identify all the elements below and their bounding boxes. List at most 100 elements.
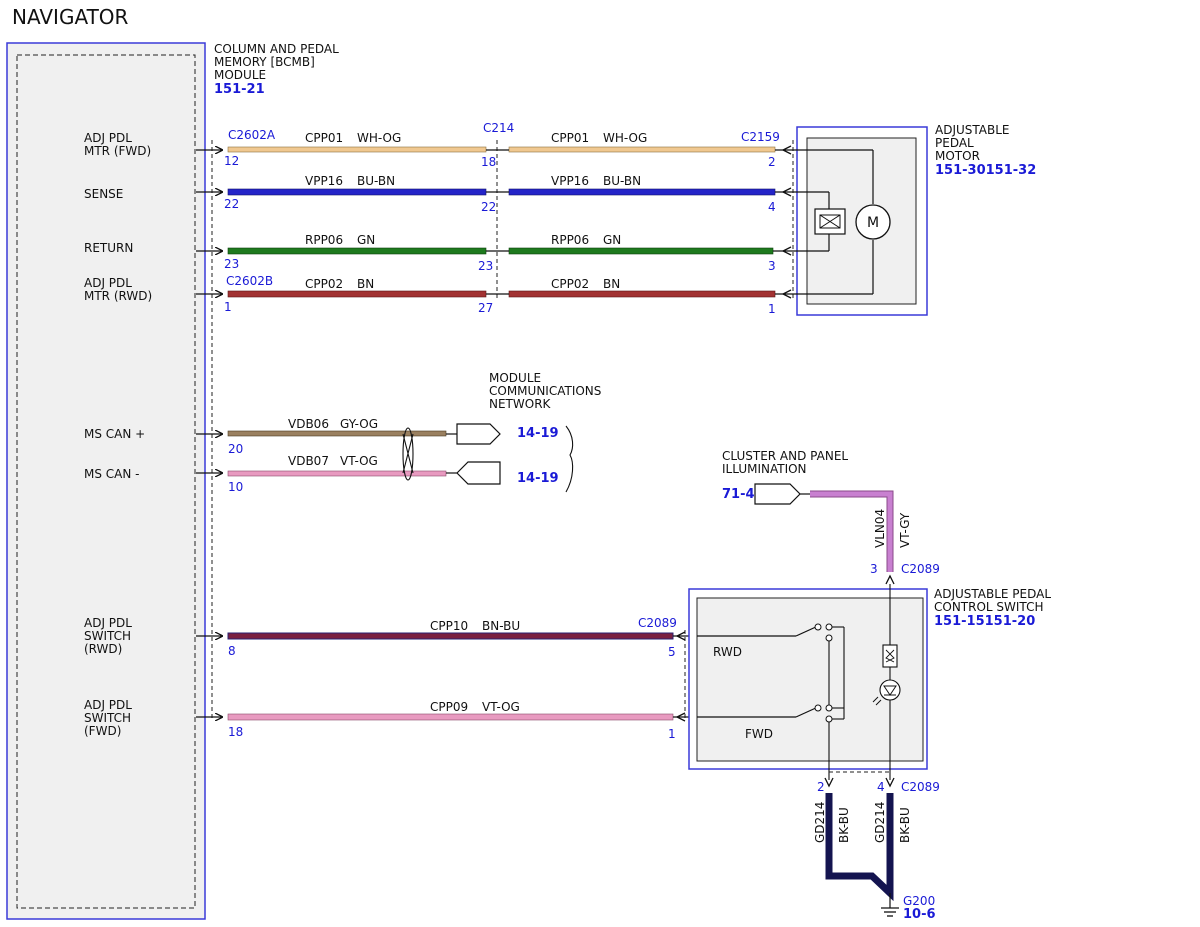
connector-c2089-top-label: C2089 xyxy=(901,562,940,576)
connector-c2089-bottom-label: C2089 xyxy=(901,780,940,794)
wire-gd214-a-pin: 2 xyxy=(817,780,825,794)
wire-vpp16-color-right: BU-BN xyxy=(603,174,641,188)
switch-pin-arrow-top xyxy=(885,574,895,585)
pin-label-fwd-1: ADJ PDL xyxy=(84,131,132,145)
switch-rwd-label: RWD xyxy=(713,645,742,659)
wire-rpp06 xyxy=(227,247,793,255)
wire-rpp06-pin-left: 23 xyxy=(224,257,239,271)
wire-rpp06-pin-mid: 23 xyxy=(478,259,493,273)
wire-vdb07 xyxy=(227,461,501,485)
module-label-3: MODULE xyxy=(214,68,266,82)
pin-label-can-minus: MS CAN - xyxy=(84,467,140,481)
wire-cpp01-color-right: WH-OG xyxy=(603,131,647,145)
wire-vdb07-pin: 10 xyxy=(228,480,243,494)
switch-fwd-label: FWD xyxy=(745,727,773,741)
connector-c2602b-label: C2602B xyxy=(226,274,273,288)
wire-cpp10-color: BN-BU xyxy=(482,619,520,633)
module-label-1: COLUMN AND PEDAL xyxy=(214,42,339,56)
switch-label-1: ADJUSTABLE PEDAL xyxy=(934,587,1051,601)
wire-cpp02-circuit-right: CPP02 xyxy=(551,277,589,291)
wire-cpp10-pin-right: 5 xyxy=(668,645,676,659)
motor-pin-arrows xyxy=(781,145,792,299)
wire-vpp16-pin-right: 4 xyxy=(768,200,776,214)
wire-vpp16-circuit-right: VPP16 xyxy=(551,174,589,188)
pin-label-sw-fwd-1: ADJ PDL xyxy=(84,698,132,712)
ground-icon xyxy=(881,893,899,917)
motor-symbol xyxy=(855,204,891,240)
pin-label-sw-rwd-2: SWITCH xyxy=(84,629,131,643)
wire-cpp01 xyxy=(227,146,793,153)
connector-c2159-label: C2159 xyxy=(741,130,780,144)
module-pin-arrows xyxy=(196,150,222,717)
switch-label-2: CONTROL SWITCH xyxy=(934,600,1043,614)
wire-cpp01-pin-mid: 18 xyxy=(481,155,496,169)
wire-gd214-a-color: BK-BU xyxy=(837,807,851,843)
pin-label-rwd-2: MTR (RWD) xyxy=(84,289,152,303)
cluster-label-2: ILLUMINATION xyxy=(722,462,807,476)
pin-label-return: RETURN xyxy=(84,241,133,255)
pin-label-sw-rwd-1: ADJ PDL xyxy=(84,616,132,630)
wire-rpp06-color-left: GN xyxy=(357,233,375,247)
network-label-2: COMMUNICATIONS xyxy=(489,384,601,398)
wire-gd214 xyxy=(825,793,894,902)
wire-rpp06-color-right: GN xyxy=(603,233,621,247)
wire-cpp10 xyxy=(227,632,697,640)
wire-cpp02 xyxy=(227,290,793,298)
wire-rpp06-circuit-left: RPP06 xyxy=(305,233,343,247)
switch-illumination-circuit xyxy=(872,584,901,780)
wire-vdb07-ref: 14-19 xyxy=(517,471,559,486)
wire-vln04 xyxy=(810,491,893,572)
cluster-connector-shape xyxy=(754,483,801,505)
pin-label-sense: SENSE xyxy=(84,187,123,201)
pin-label-can-plus: MS CAN + xyxy=(84,427,145,441)
pin-label-sw-fwd-3: (FWD) xyxy=(84,724,121,738)
pin-label-sw-rwd-3: (RWD) xyxy=(84,642,122,656)
cluster-ref: 71-4 xyxy=(722,487,755,502)
module-box xyxy=(6,42,206,920)
wire-vpp16-pin-mid: 22 xyxy=(481,200,496,214)
wire-cpp02-color-right: BN xyxy=(603,277,620,291)
wire-vpp16-color-left: BU-BN xyxy=(357,174,395,188)
wire-gd214-b-color: BK-BU xyxy=(898,807,912,843)
wire-cpp02-pin-left: 1 xyxy=(224,300,232,314)
wire-vdb06-circuit: VDB06 xyxy=(288,417,329,431)
motor-label-1: ADJUSTABLE xyxy=(935,123,1010,137)
pin-label-sw-fwd-2: SWITCH xyxy=(84,711,131,725)
connector-c2089-left-label: C2089 xyxy=(638,616,677,630)
wire-gd214-b-pin: 4 xyxy=(877,780,885,794)
switch-inner xyxy=(696,597,924,762)
wire-rpp06-pin-right: 3 xyxy=(768,259,776,273)
wire-cpp01-pin-right: 2 xyxy=(768,155,776,169)
network-brace xyxy=(565,425,574,493)
pin-label-fwd-2: MTR (FWD) xyxy=(84,144,151,158)
wire-cpp02-color-left: BN xyxy=(357,277,374,291)
wire-rpp06-circuit-right: RPP06 xyxy=(551,233,589,247)
wire-vln04-color: VT-GY xyxy=(898,512,912,548)
wire-cpp01-circuit-left: CPP01 xyxy=(305,131,343,145)
ground-pin-arrows xyxy=(824,777,895,788)
connector-c2602a-label: C2602A xyxy=(228,128,276,142)
motor-label-2: PEDAL xyxy=(935,136,974,150)
wire-vpp16-pin-left: 22 xyxy=(224,197,239,211)
wire-vdb06-color: GY-OG xyxy=(340,417,378,431)
wire-vdb06-ref: 14-19 xyxy=(517,426,559,441)
connector-c214-label: C214 xyxy=(483,121,514,135)
pin-label-rwd-1: ADJ PDL xyxy=(84,276,132,290)
wire-cpp09-circuit: CPP09 xyxy=(430,700,468,714)
motor-label-3: MOTOR xyxy=(935,149,980,163)
twisted-pair-symbol xyxy=(402,427,414,481)
wire-vln04-circuit: VLN04 xyxy=(873,509,887,548)
wire-cpp01-color-left: WH-OG xyxy=(357,131,401,145)
page-title: NAVIGATOR xyxy=(12,5,129,29)
wire-vdb06 xyxy=(227,423,501,445)
wire-vpp16 xyxy=(227,188,793,196)
wire-cpp10-pin-left: 8 xyxy=(228,644,236,658)
wire-vdb06-pin: 20 xyxy=(228,442,243,456)
wire-cpp02-circuit-left: CPP02 xyxy=(305,277,343,291)
wire-cpp01-pin-left: 12 xyxy=(224,154,239,168)
wire-gd214-b-circuit: GD214 xyxy=(873,802,887,843)
module-ref: 151-21 xyxy=(214,82,265,97)
wire-vdb07-circuit: VDB07 xyxy=(288,454,329,468)
motor-internal-wiring xyxy=(793,149,874,295)
